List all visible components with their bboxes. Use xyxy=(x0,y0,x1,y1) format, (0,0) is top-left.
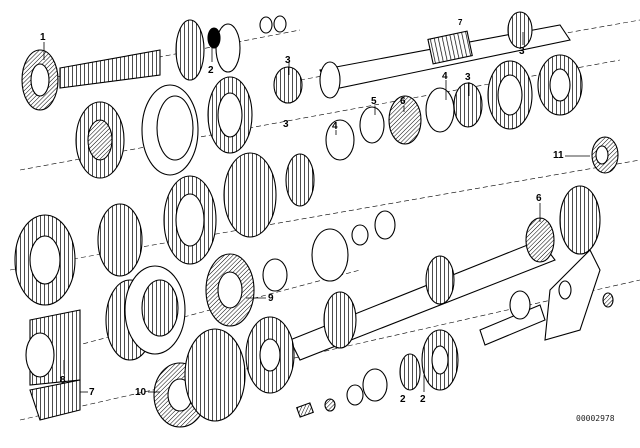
main-shaft xyxy=(319,11,571,99)
callout-7: 7 xyxy=(89,387,95,398)
callout-2: 2 xyxy=(208,65,214,76)
bearing-11 xyxy=(591,136,619,174)
callout-5: 5 xyxy=(371,96,377,107)
callout-11: 11 xyxy=(553,150,564,161)
bottom-center-gears xyxy=(153,316,295,428)
input-shaft xyxy=(21,15,287,111)
callout-2: 2 xyxy=(400,394,406,405)
row-three-gears xyxy=(14,152,396,306)
leader-lines xyxy=(43,32,590,393)
callout-9: 9 xyxy=(268,293,274,304)
callout-6: 6 xyxy=(536,193,542,204)
callout-8: 8 xyxy=(60,375,66,386)
callout-1: 1 xyxy=(40,32,46,43)
callout-3: 3 xyxy=(283,119,289,130)
countershaft xyxy=(289,185,601,361)
callout-3: 3 xyxy=(519,46,525,57)
catalog-id: 00002978 xyxy=(576,414,615,423)
reverse-shaft xyxy=(296,290,546,418)
callout-4: 4 xyxy=(442,71,448,82)
callout-3: 3 xyxy=(465,72,471,83)
middle-row-gears xyxy=(325,54,583,161)
callout-3: 3 xyxy=(285,55,291,66)
callout-2: 2 xyxy=(420,394,426,405)
callout-7: 7 xyxy=(458,18,463,27)
callout-4: 4 xyxy=(332,121,338,132)
callout-6: 6 xyxy=(400,96,406,107)
mounting-bracket xyxy=(544,249,614,341)
synchronizer-cluster xyxy=(75,66,303,179)
lower-left-gears xyxy=(25,253,288,421)
callout-10: 10 xyxy=(135,387,147,398)
